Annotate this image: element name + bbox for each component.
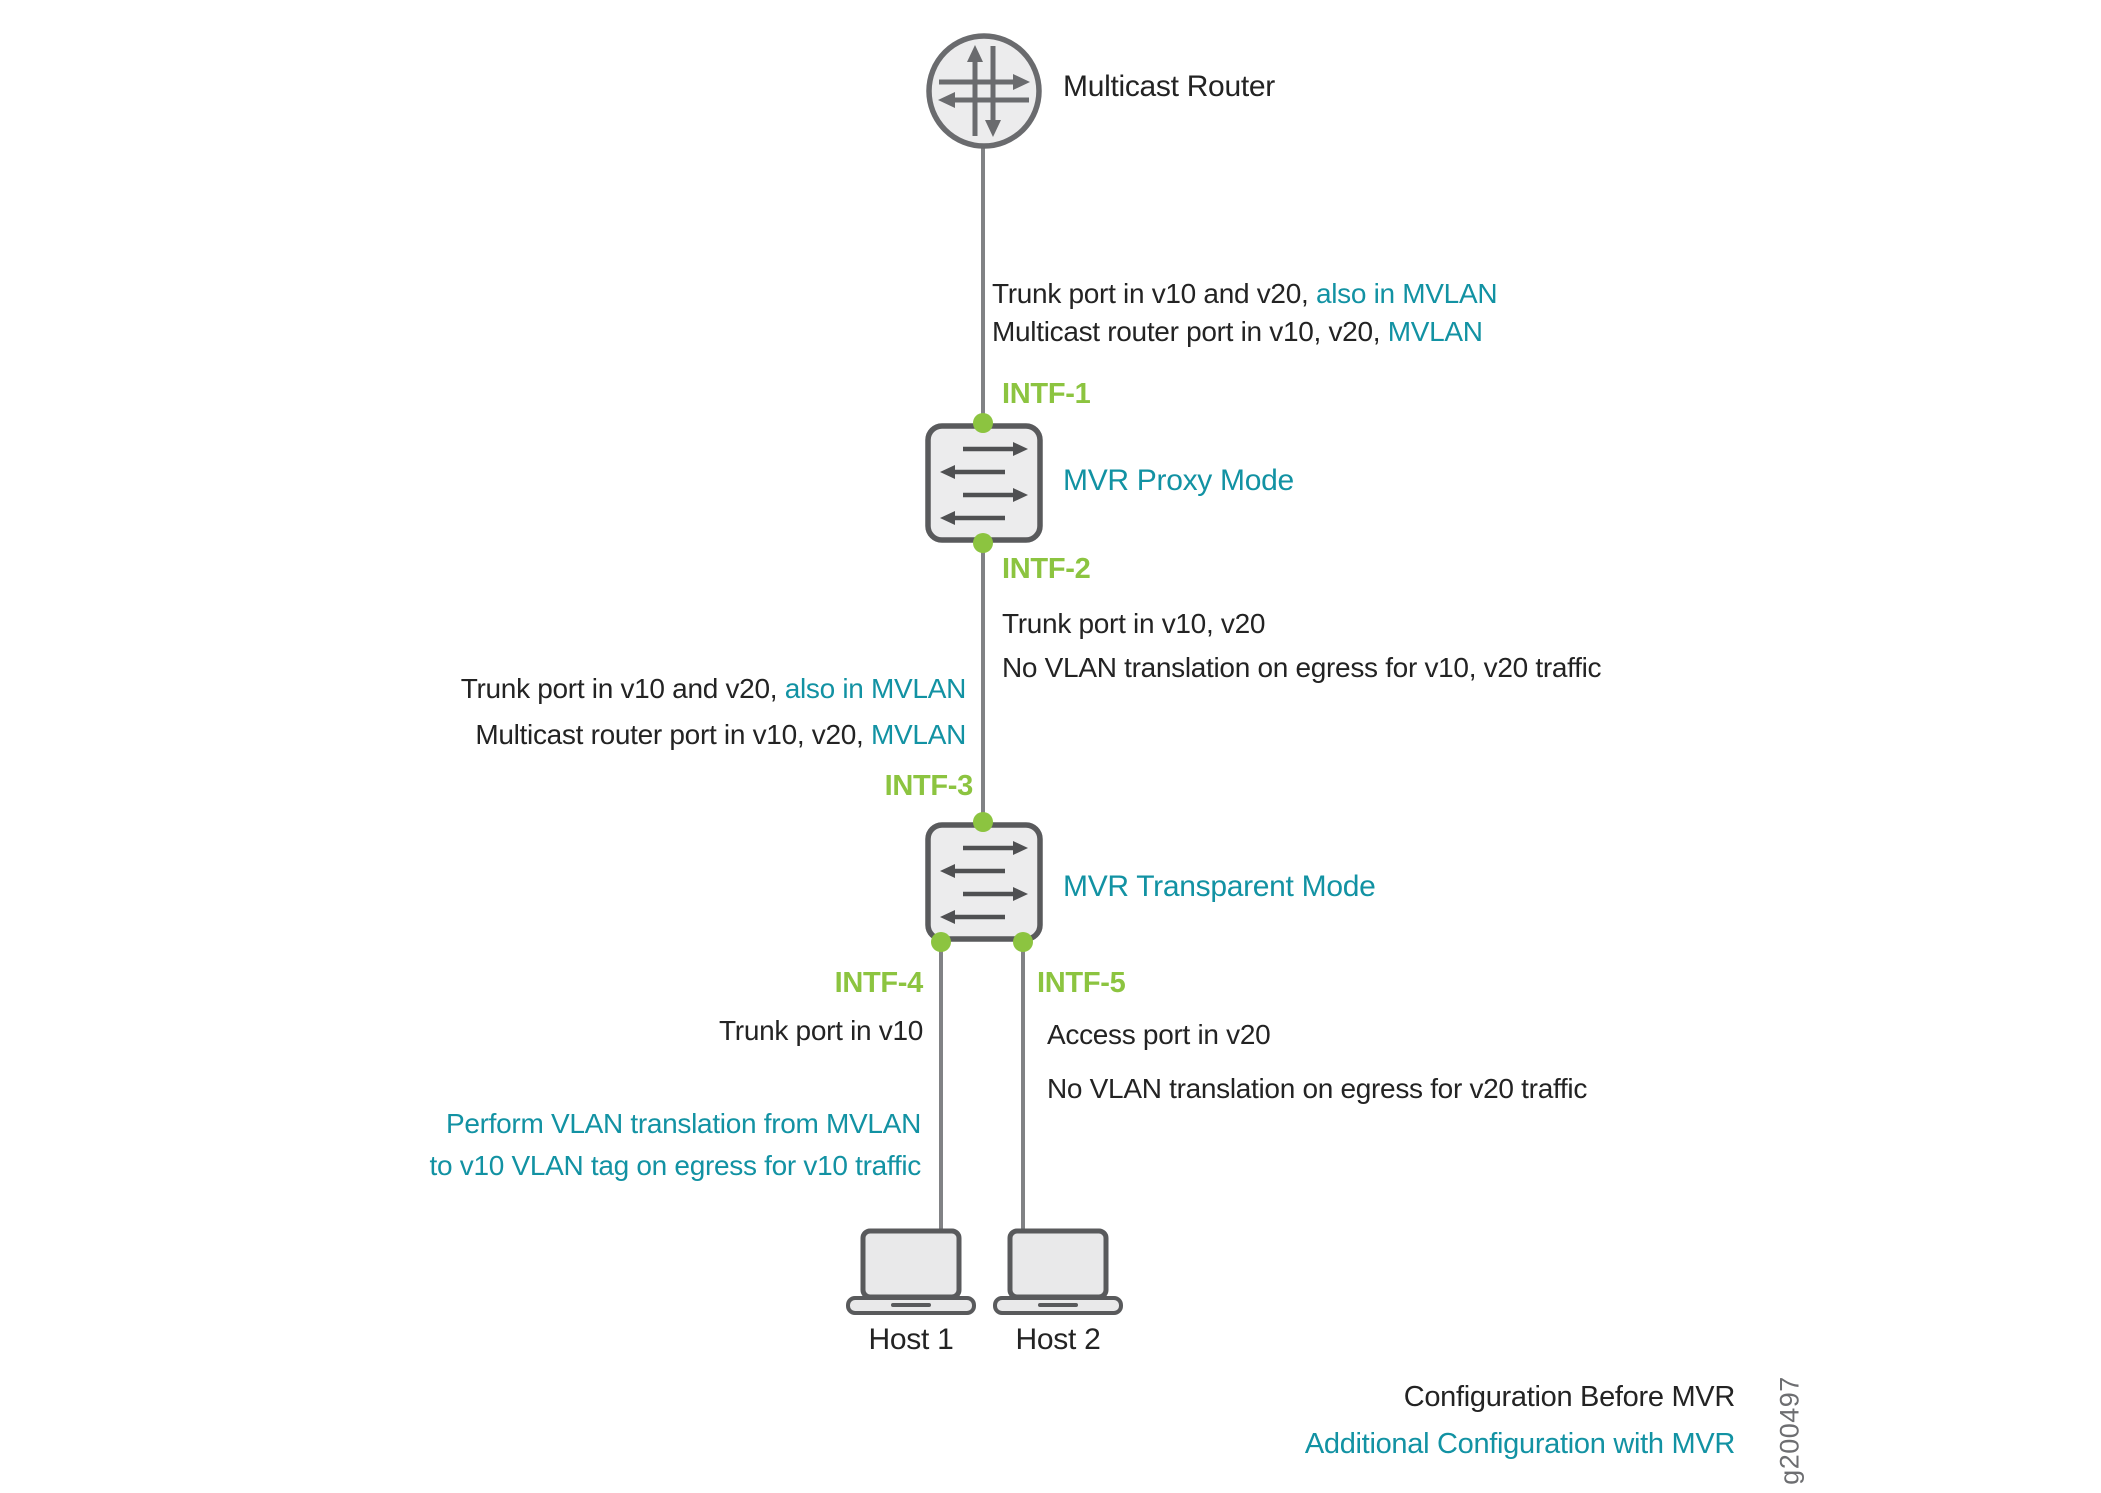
mvr-proxy-mode-label: MVR Proxy Mode xyxy=(1063,464,1294,497)
intf5-annotation-line2: No VLAN translation on egress for v20 tr… xyxy=(1047,1073,1588,1104)
multicast-router-icon xyxy=(925,32,1043,150)
mvr-proxy-switch-icon xyxy=(925,423,1043,543)
host2-label: Host 2 xyxy=(1015,1323,1101,1356)
intf3-annotation: Trunk port in v10 and v20, also in MVLAN… xyxy=(460,666,967,758)
intf1-port-dot xyxy=(973,413,993,433)
intf5-port-dot xyxy=(1013,932,1033,952)
mvr-transparent-switch-icon xyxy=(925,822,1043,942)
intf3-port-dot xyxy=(973,812,993,832)
annotation-line: Trunk port in v10 and v20, also in MVLAN xyxy=(460,673,967,704)
mvr-transparent-mode-label: MVR Transparent Mode xyxy=(1063,870,1376,903)
link-proxy-to-transparent-switch xyxy=(981,541,985,824)
host1-laptop-icon xyxy=(845,1228,977,1318)
intf1-label: INTF-1 xyxy=(1002,378,1091,410)
link-transparent-to-host2 xyxy=(1021,940,1025,1235)
figure-id: g200497 xyxy=(1774,1376,1805,1485)
annotation-line: Perform VLAN translation from MVLAN xyxy=(446,1108,921,1139)
annotation-line: Trunk port in v10, v20 xyxy=(1002,608,1266,639)
annotation-line: to v10 VLAN tag on egress for v10 traffi… xyxy=(429,1150,922,1181)
intf2-label: INTF-2 xyxy=(1002,553,1091,585)
intf4-label: INTF-4 xyxy=(834,967,924,999)
intf4-mvr-annotation: Perform VLAN translation from MVLAN to v… xyxy=(429,1103,922,1187)
annotation-line: Multicast router port in v10, v20, MVLAN xyxy=(992,316,1483,347)
annotation-line: Trunk port in v10 and v20, also in MVLAN xyxy=(992,278,1498,309)
intf3-label: INTF-3 xyxy=(884,770,974,802)
link-router-to-proxy-switch xyxy=(981,146,985,425)
intf2-port-dot xyxy=(973,533,993,553)
link-transparent-to-host1 xyxy=(939,940,943,1235)
intf4-annotation-line1: Trunk port in v10 xyxy=(719,1015,923,1046)
host1-label: Host 1 xyxy=(868,1323,954,1356)
host2-laptop-icon xyxy=(992,1228,1124,1318)
multicast-router-label: Multicast Router xyxy=(1063,70,1275,103)
annotation-line: No VLAN translation on egress for v10, v… xyxy=(1002,652,1602,683)
annotation-line: Multicast router port in v10, v20, MVLAN xyxy=(475,719,966,750)
intf5-annotation-line1: Access port in v20 xyxy=(1047,1019,1271,1050)
intf5-label: INTF-5 xyxy=(1037,967,1126,999)
legend-with-mvr: Additional Configuration with MVR xyxy=(1304,1428,1735,1460)
intf2-annotation: Trunk port in v10, v20 No VLAN translati… xyxy=(1002,602,1602,690)
legend-before-mvr: Configuration Before MVR xyxy=(1403,1381,1736,1413)
intf4-port-dot xyxy=(931,932,951,952)
router-link-annotation: Trunk port in v10 and v20, also in MVLAN… xyxy=(992,275,1498,351)
